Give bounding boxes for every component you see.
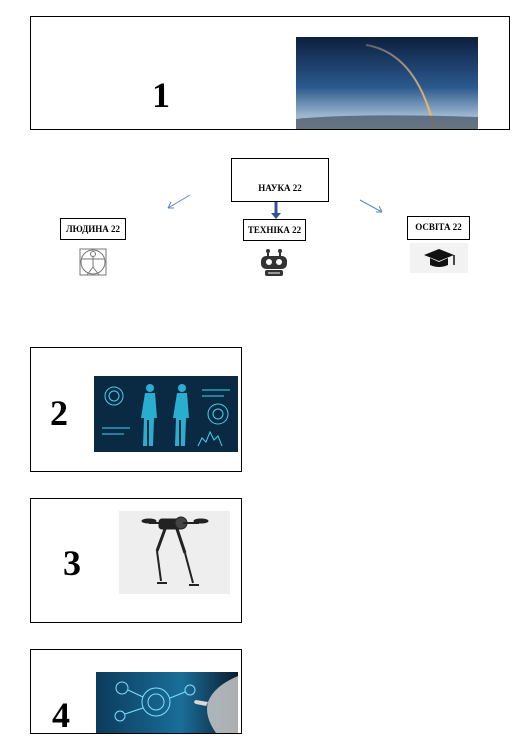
section-3-frame: 3 — [30, 498, 242, 623]
section-4-frame: 4 — [30, 649, 242, 734]
diagram-left-box: ЛЮДИНА 22 — [60, 218, 126, 240]
rocket-launch-image — [296, 37, 478, 129]
bipedal-robot-image — [119, 511, 230, 594]
diagram-middle-box: ТЕХНІКА 22 — [243, 219, 306, 241]
diagram-center-box: НАУКА 22 — [231, 158, 329, 202]
digital-tech-image — [96, 672, 238, 733]
vitruvian-man-icon — [78, 247, 108, 277]
diagram-middle-label: ТЕХНІКА 22 — [247, 225, 302, 235]
section-2-frame: 2 — [30, 347, 242, 472]
robot-icon — [258, 248, 290, 278]
graduation-cap-icon — [410, 243, 468, 273]
section-3-number: 3 — [63, 543, 81, 583]
section-1-number: 1 — [152, 75, 170, 115]
diagram-right-label: ОСВІТА 22 — [415, 222, 462, 232]
section-1-frame: 1 — [30, 16, 510, 130]
diagram-arrows — [167, 194, 383, 219]
diagram-center-label: НАУКА 22 — [258, 183, 302, 193]
section-4-number: 4 — [52, 695, 70, 735]
diagram-left-label: ЛЮДИНА 22 — [65, 224, 121, 234]
human-hologram-image — [94, 376, 238, 452]
diagram-right-box: ОСВІТА 22 — [407, 216, 470, 240]
section-2-number: 2 — [50, 393, 68, 433]
